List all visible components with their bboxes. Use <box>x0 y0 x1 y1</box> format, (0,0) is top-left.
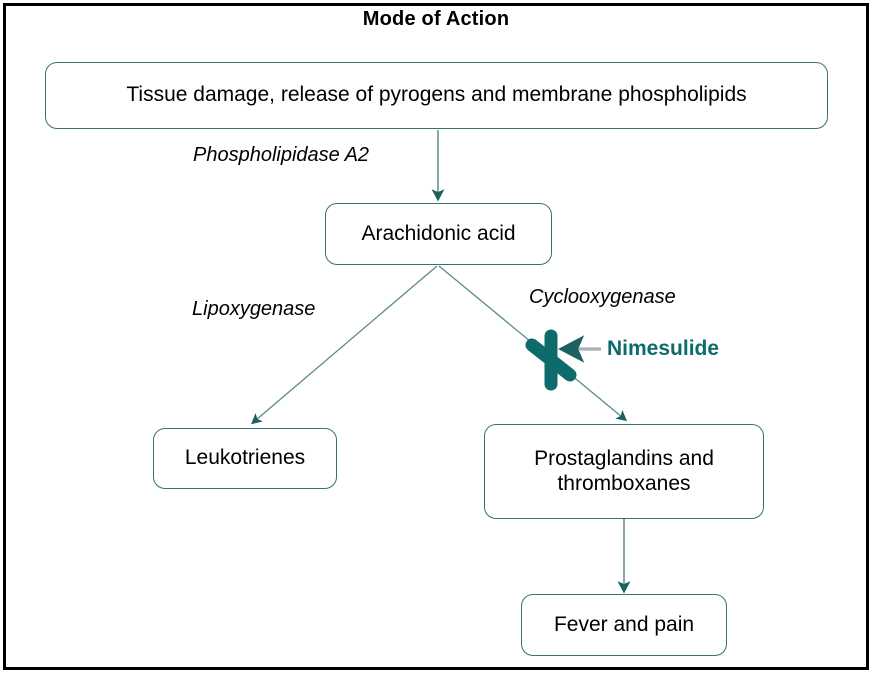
node-tissue-damage[interactable]: Tissue damage, release of pyrogens and m… <box>45 62 828 129</box>
annotation-label-nimesulide: Nimesulide <box>607 337 720 360</box>
node-arachidonic-acid[interactable]: Arachidonic acid <box>325 203 552 265</box>
node-prostaglandins-thromboxanes[interactable]: Prostaglandins and thromboxanes <box>484 424 764 519</box>
diagram-title: Mode of Action <box>362 8 510 30</box>
node-leukotrienes[interactable]: Leukotrienes <box>153 428 337 489</box>
edge-label-lipoxygenase: Lipoxygenase <box>192 298 316 320</box>
edge-arachidonic-to-leukotrienes <box>251 265 438 425</box>
node-fever-and-pain[interactable]: Fever and pain <box>521 594 727 656</box>
block-x-marker <box>525 329 577 391</box>
edge-label-cyclooxygenase: Cyclooxygenase <box>529 286 676 308</box>
edge-label-phospholipidase-a2: Phospholipidase A2 <box>193 144 370 166</box>
